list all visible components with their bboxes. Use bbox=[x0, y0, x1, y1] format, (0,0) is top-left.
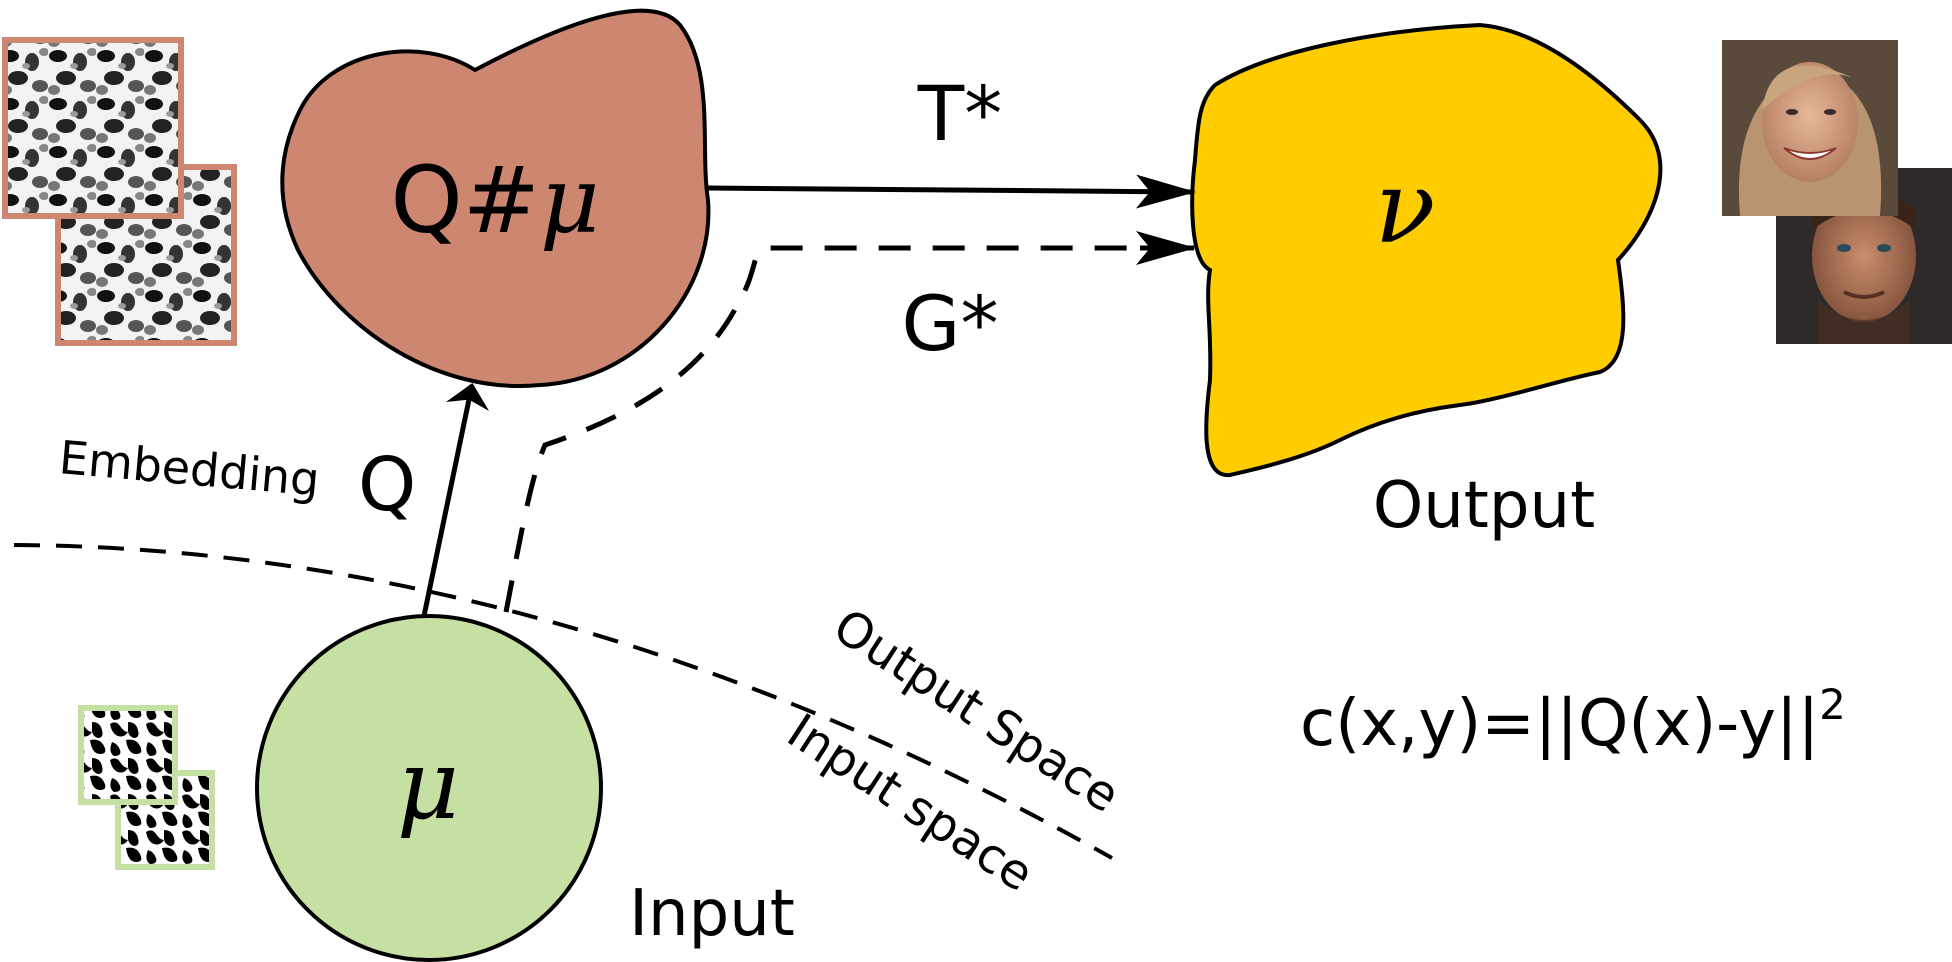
embedding-label: Embedding bbox=[57, 430, 322, 507]
generator-path bbox=[503, 245, 1140, 613]
input-symbol: μ bbox=[397, 729, 459, 841]
transport-arrow bbox=[707, 174, 1196, 209]
embedded-noise-thumbnails bbox=[2, 37, 237, 346]
embedding-math: Q bbox=[358, 442, 416, 528]
embedded-symbol: Q#μ bbox=[390, 147, 599, 254]
face-photo-icon bbox=[1722, 40, 1898, 216]
generator-label: G* bbox=[902, 279, 999, 368]
output-caption: Output bbox=[1373, 469, 1595, 543]
face-thumbnails bbox=[1722, 40, 1952, 344]
output-distribution-blob bbox=[1190, 22, 1663, 478]
input-caption: Input bbox=[629, 877, 795, 951]
embedding-arrow bbox=[421, 383, 490, 617]
cost-formula: c(x,y)=||Q(x)-y||2 bbox=[1300, 680, 1846, 761]
embedded-distribution-blob bbox=[280, 8, 711, 388]
transport-label: T* bbox=[917, 69, 1002, 158]
output-symbol: ν bbox=[1375, 149, 1436, 266]
input-noise-thumbnails bbox=[78, 705, 215, 870]
grayscale-noise-texture-icon bbox=[2, 37, 184, 219]
input-distribution-circle bbox=[255, 614, 603, 962]
space-boundary-line bbox=[13, 543, 1113, 860]
binary-noise-texture-icon bbox=[78, 705, 178, 805]
